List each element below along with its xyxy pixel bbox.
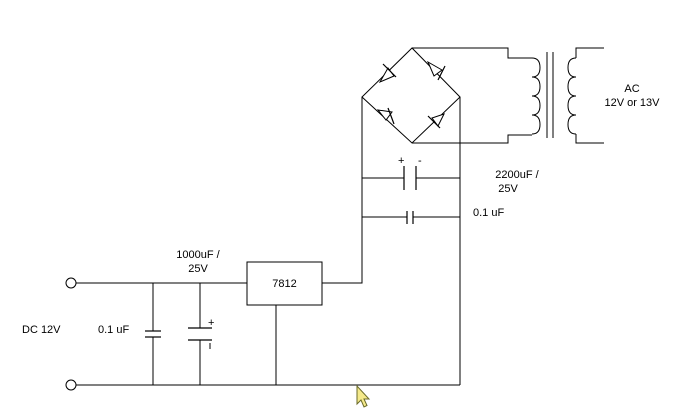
- transformer-secondary-coil: [567, 57, 577, 135]
- regulator-7812: 7812: [246, 261, 323, 306]
- diode-top-right: [426, 60, 446, 81]
- label-ac-title: AC: [624, 83, 639, 95]
- capacitor-1000uf: +: [188, 317, 214, 349]
- transformer-primary-coil: [531, 57, 541, 135]
- diode-top-left: [378, 63, 397, 84]
- label-cap-small-out: 0.1 uF: [98, 324, 129, 336]
- cap-main-plus-sign: +: [398, 155, 404, 167]
- wire-ac-top: [575, 47, 604, 58]
- label-cap-out-voltage: 25V: [188, 263, 208, 275]
- terminal-ground: [65, 379, 77, 391]
- label-cap-main-value: 2200uF /: [495, 169, 539, 181]
- cap-main-minus-sign: -: [418, 155, 422, 167]
- wire-ac-bottom: [575, 134, 604, 144]
- label-ac-voltage: 12V or 13V: [604, 97, 660, 109]
- capacitor-0-1uf-top: [406, 211, 414, 224]
- wire-bridge-bottom-to-transformer: [412, 134, 532, 144]
- bridge-outline: [361, 47, 461, 144]
- wire-bridge-top-to-transformer: [412, 47, 532, 59]
- label-dc-output: DC 12V: [22, 324, 61, 336]
- label-cap-out-value: 1000uF /: [176, 249, 220, 261]
- capacitor-2200uf: + -: [398, 155, 422, 190]
- regulator-label: 7812: [272, 278, 296, 290]
- terminal-positive: [65, 277, 77, 289]
- capacitor-0-1uf-output: [145, 330, 161, 338]
- bridge-rectifier: [361, 47, 461, 144]
- regulator-body: [246, 261, 323, 306]
- wire-bridge-left-rail: [322, 97, 363, 284]
- diode-bottom-right: [427, 113, 445, 129]
- label-cap-main-voltage: 25V: [498, 183, 518, 195]
- cap-out-plus-sign: +: [208, 317, 214, 329]
- mouse-cursor-icon: [356, 384, 371, 408]
- wires: [76, 47, 532, 386]
- transformer: [531, 47, 604, 144]
- diode-bottom-left: [376, 107, 395, 125]
- label-cap-small-top: 0.1 uF: [473, 207, 504, 219]
